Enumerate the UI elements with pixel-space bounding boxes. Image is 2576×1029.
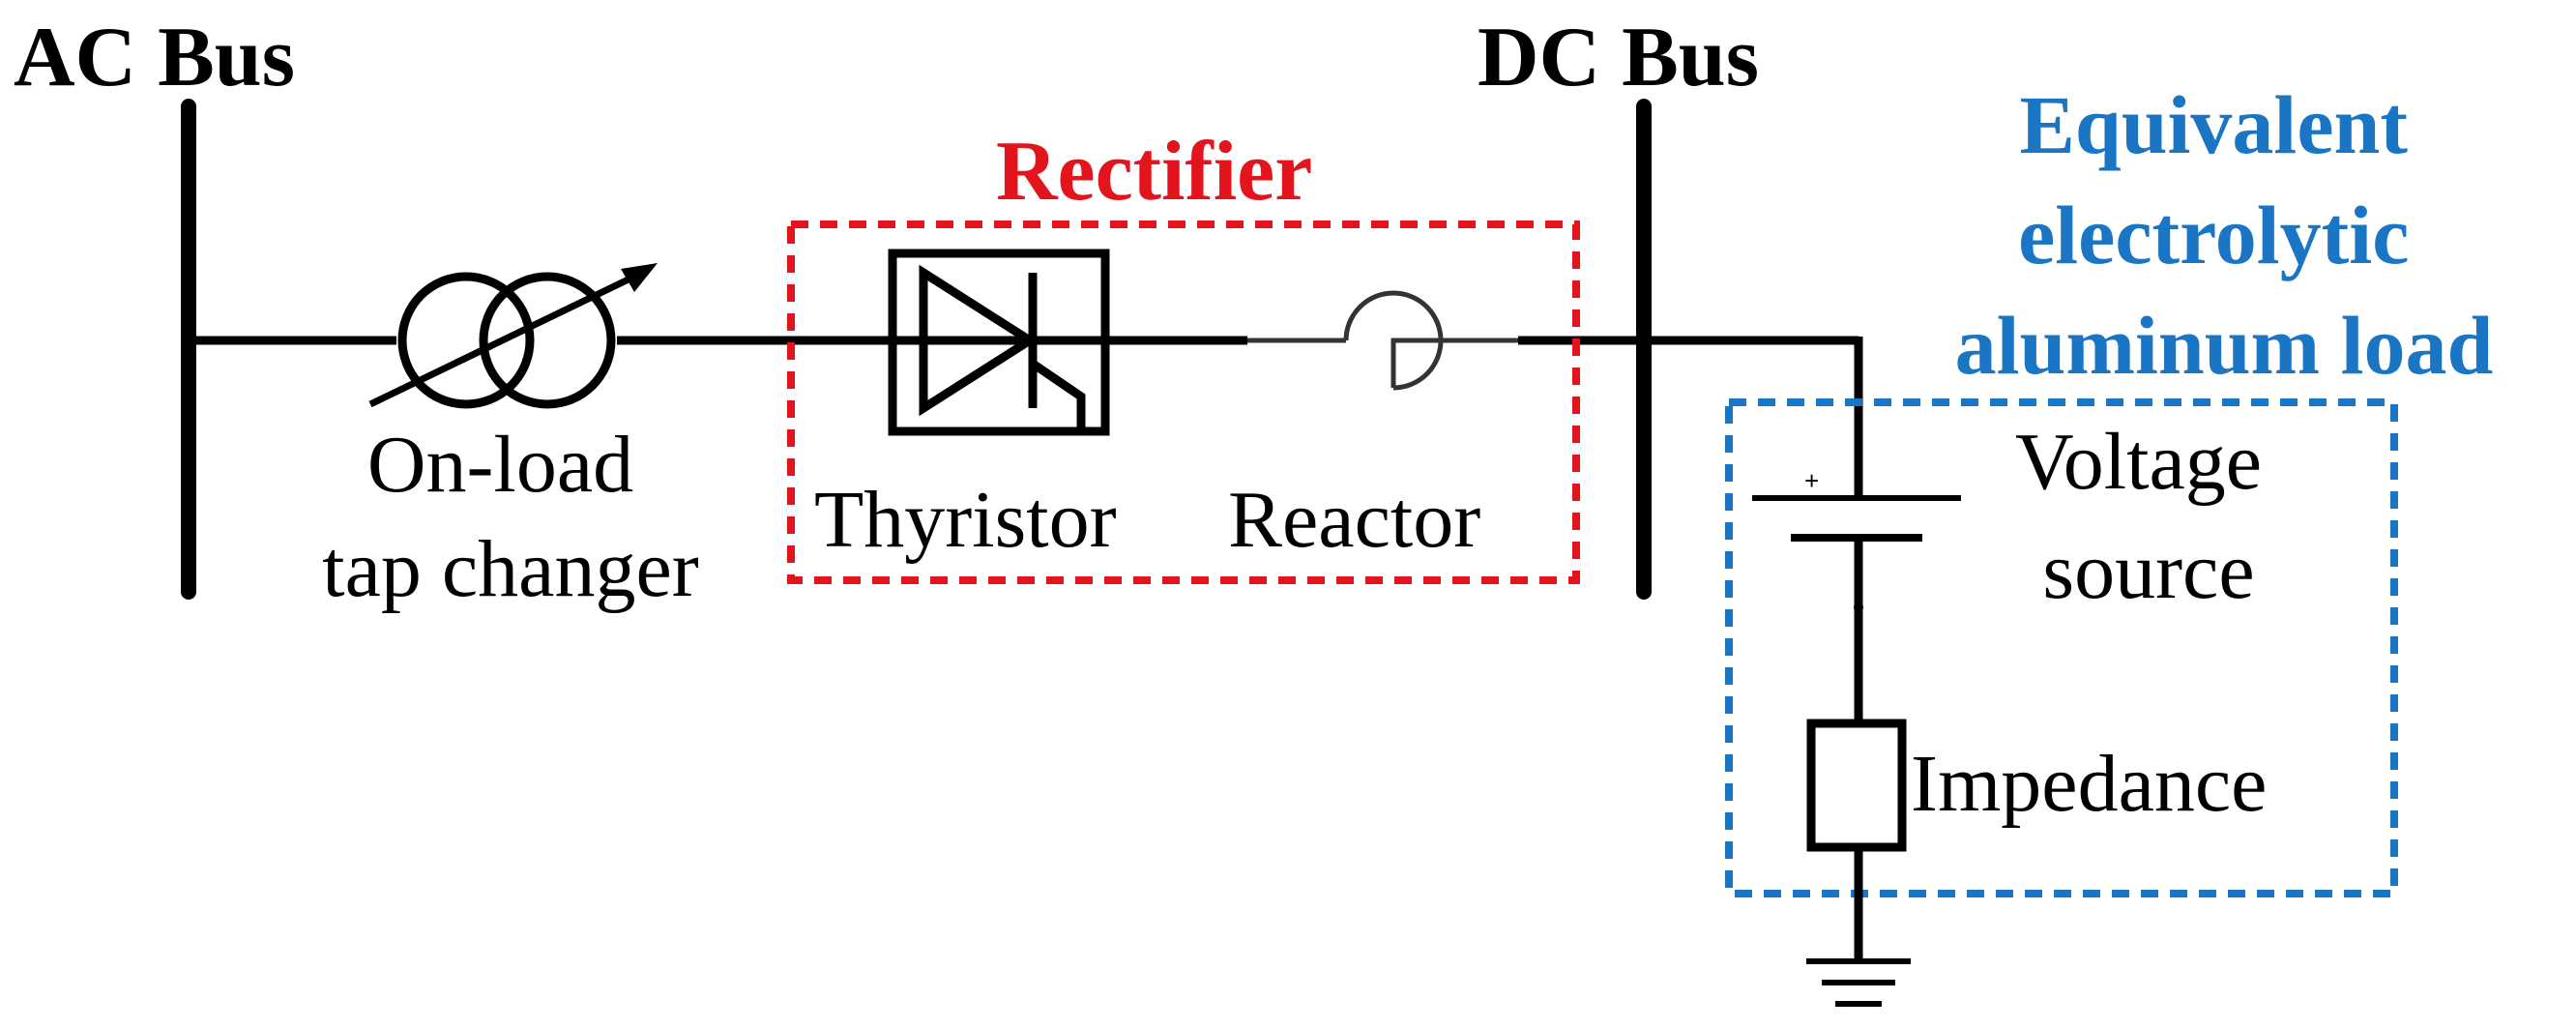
rectifier-box: [787, 220, 1580, 584]
impedance-icon: [1806, 719, 1907, 852]
plus-sign: +: [1804, 466, 1819, 495]
load-box: [1725, 398, 2398, 897]
tap-changer-line-1: On-load: [367, 420, 633, 510]
dc-bus-label: DC Bus: [1478, 11, 1759, 104]
ac-bus-label: AC Bus: [14, 11, 295, 104]
tap-changer-label: On-load tap changer: [322, 420, 698, 614]
tap-changer-transformer-icon: [368, 263, 658, 409]
thyristor-label: Thyristor: [814, 475, 1117, 565]
equivalent-load-line-3: aluminum load: [1955, 299, 2494, 392]
ground-icon: [1806, 958, 1911, 1007]
equivalent-load-line-1: Equivalent: [2020, 78, 2409, 171]
rectifier-label: Rectifier: [996, 125, 1312, 219]
equivalent-load-label: Equivalent electrolytic aluminum load: [1955, 78, 2494, 392]
tap-changer-line-2: tap changer: [322, 524, 698, 614]
reactor-label: Reactor: [1228, 475, 1480, 565]
junction-dot: [1854, 603, 1863, 612]
voltage-source-line-2: source: [2042, 526, 2254, 616]
voltage-source-label: Voltage source: [2015, 417, 2282, 616]
equivalent-load-line-2: electrolytic: [2018, 189, 2409, 281]
voltage-source-line-1: Voltage: [2015, 417, 2262, 507]
thyristor-icon: [888, 249, 1110, 436]
impedance-label: Impedance: [1911, 739, 2267, 829]
reactor-icon: [1343, 290, 1444, 391]
